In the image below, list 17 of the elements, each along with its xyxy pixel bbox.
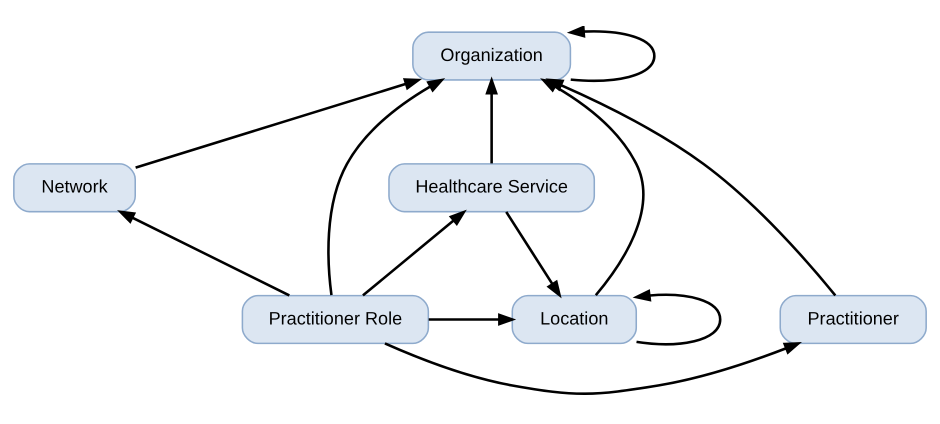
- arrow: [505, 210, 562, 298]
- node-box: Practitioner: [779, 294, 927, 344]
- node-box: Location: [512, 294, 638, 344]
- arrow: [632, 288, 722, 345]
- arrow: [428, 312, 516, 326]
- arrow: [362, 209, 467, 296]
- arrow: [566, 26, 656, 82]
- arrow: [327, 78, 446, 295]
- arrow: [135, 78, 422, 168]
- arrow: [545, 78, 836, 296]
- arrow: [384, 342, 802, 394]
- arrow: [117, 210, 290, 296]
- node-box: Healthcare Service: [388, 162, 596, 212]
- node-box: Practitioner Role: [242, 294, 430, 344]
- node-box: Organization: [412, 30, 572, 80]
- arrow: [485, 76, 498, 163]
- node-box: Network: [13, 162, 136, 212]
